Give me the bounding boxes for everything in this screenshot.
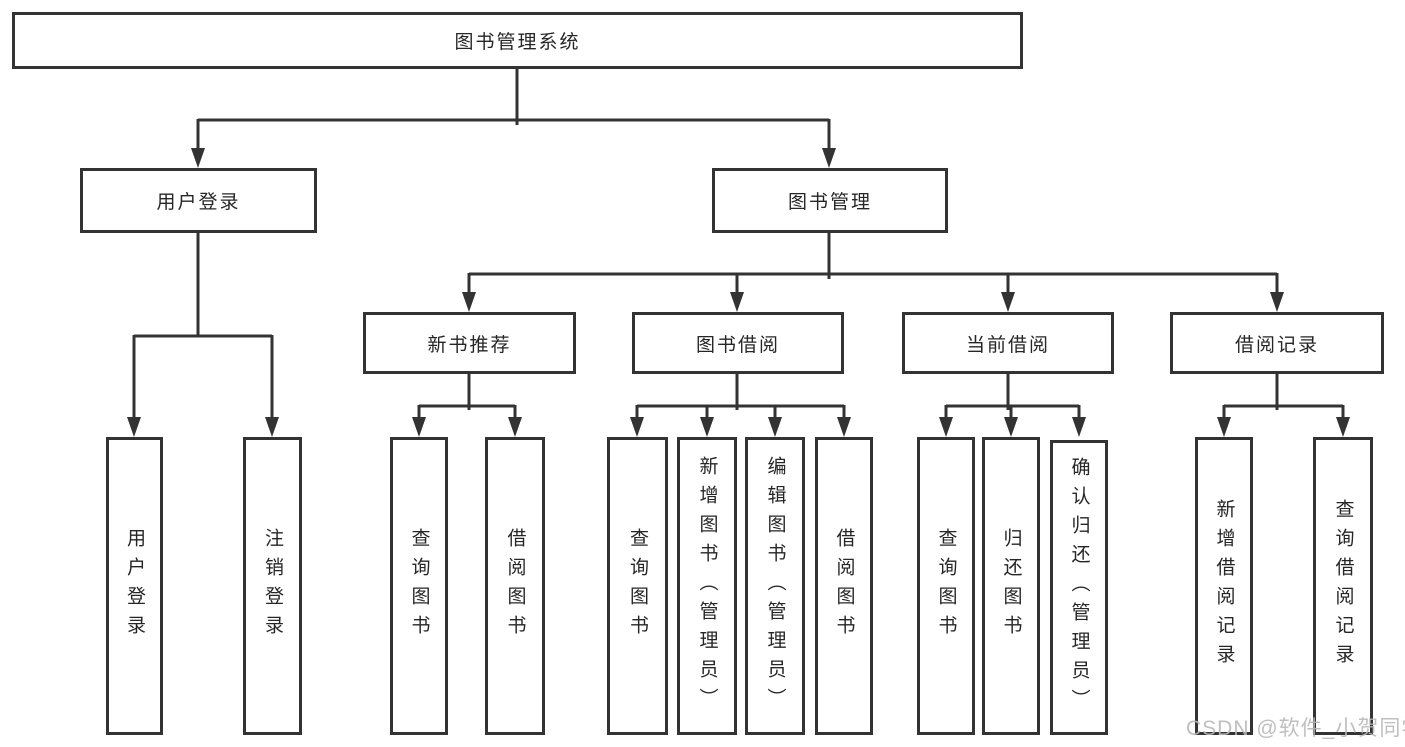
leaf-cb-return-book-label: 归还图书 bbox=[1000, 528, 1022, 644]
leaf-bb-add-book-admin-label: 新增图书（管理员） bbox=[696, 455, 718, 717]
branch-user-login-label: 用户登录 bbox=[156, 192, 241, 213]
leaf-bb-borrow-book: 借阅图书 bbox=[815, 437, 873, 735]
leaf-nbr-query-book-label: 查询图书 bbox=[408, 528, 430, 644]
branch-book-management: 图书管理 bbox=[712, 168, 948, 233]
node-current-borrow-label: 当前借阅 bbox=[965, 334, 1050, 356]
leaf-br-add-record: 新增借阅记录 bbox=[1195, 437, 1253, 735]
leaf-user-login-label: 用户登录 bbox=[124, 528, 145, 644]
leaf-bb-edit-book-admin: 编辑图书（管理员） bbox=[745, 437, 805, 735]
leaf-logout: 注销登录 bbox=[243, 437, 302, 735]
leaf-logout-label: 注销登录 bbox=[262, 528, 283, 644]
leaf-cb-confirm-return-admin-label: 确认归还（管理员） bbox=[1068, 457, 1090, 718]
node-book-borrow: 图书借阅 bbox=[632, 312, 844, 374]
node-borrow-records: 借阅记录 bbox=[1170, 312, 1384, 374]
leaf-cb-confirm-return-admin: 确认归还（管理员） bbox=[1050, 440, 1108, 735]
leaf-bb-query-book-label: 查询图书 bbox=[627, 528, 648, 644]
leaf-bb-add-book-admin: 新增图书（管理员） bbox=[677, 437, 737, 735]
root-node-label: 图书管理系统 bbox=[454, 32, 581, 53]
leaf-nbr-query-book: 查询图书 bbox=[390, 437, 448, 735]
branch-book-management-label: 图书管理 bbox=[787, 192, 872, 213]
leaf-br-add-record-label: 新增借阅记录 bbox=[1213, 499, 1235, 673]
leaf-bb-query-book: 查询图书 bbox=[607, 437, 668, 735]
node-borrow-records-label: 借阅记录 bbox=[1234, 334, 1319, 356]
node-new-book-recommend: 新书推荐 bbox=[363, 312, 576, 374]
node-current-borrow: 当前借阅 bbox=[902, 312, 1114, 374]
root-node-system: 图书管理系统 bbox=[12, 12, 1023, 69]
leaf-cb-return-book: 归还图书 bbox=[982, 437, 1040, 735]
leaf-nbr-borrow-book-label: 借阅图书 bbox=[504, 528, 526, 644]
leaf-cb-query-book-label: 查询图书 bbox=[935, 528, 957, 644]
branch-user-login: 用户登录 bbox=[80, 168, 317, 233]
leaf-bb-edit-book-admin-label: 编辑图书（管理员） bbox=[764, 455, 786, 717]
csdn-watermark: CSDN @软件_小贺同学 bbox=[1186, 717, 1405, 740]
leaf-user-login: 用户登录 bbox=[106, 437, 163, 735]
leaf-bb-borrow-book-label: 借阅图书 bbox=[833, 528, 855, 644]
node-book-borrow-label: 图书借阅 bbox=[695, 334, 780, 356]
node-new-book-recommend-label: 新书推荐 bbox=[427, 334, 512, 356]
leaf-br-query-record-label: 查询借阅记录 bbox=[1332, 499, 1354, 673]
leaf-cb-query-book: 查询图书 bbox=[917, 437, 975, 735]
leaf-nbr-borrow-book: 借阅图书 bbox=[485, 437, 545, 735]
leaf-br-query-record: 查询借阅记录 bbox=[1313, 437, 1373, 735]
